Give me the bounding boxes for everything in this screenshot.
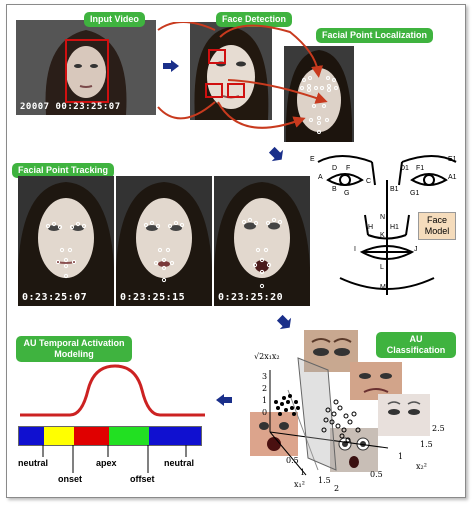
x2-label: x₂²: [416, 462, 427, 471]
x1-label: x₁²: [294, 480, 305, 489]
activation-curve: [20, 364, 205, 417]
red-arrows: [157, 22, 328, 129]
landmark-H1: H1: [390, 224, 399, 231]
tracking-frame-1: 0:23:25:07: [18, 176, 114, 306]
landmark-D1: D1: [400, 165, 409, 172]
x2-tick-1: 1: [398, 452, 404, 461]
landmark-A1: A1: [448, 174, 457, 181]
z-axis-label: √2x₁x₂: [254, 352, 280, 361]
input-timecode: 20007 00:23:25:07: [20, 102, 121, 112]
landmark-J: J: [414, 246, 418, 253]
label-au-classification: AU Classification: [376, 332, 456, 358]
landmark-B: B: [332, 186, 337, 193]
landmark-A: A: [318, 174, 323, 181]
input-video-photo: 20007 00:23:25:07: [16, 20, 156, 115]
landmark-H: H: [368, 224, 374, 231]
landmark-B1: B1: [390, 186, 399, 193]
timeline-segment-neutral-0: [19, 427, 44, 445]
x1-tick-0: 0.5: [286, 456, 299, 465]
landmark-G1: G1: [410, 190, 420, 197]
timeline-label-onset: onset: [58, 474, 83, 484]
timeline-segment-onset-1: [44, 427, 74, 445]
landmark-D: D: [332, 165, 338, 172]
tracking-timecode-2: 0:23:25:15: [120, 292, 186, 303]
landmark-K: K: [380, 232, 385, 239]
au-temporal-text: AU Temporal Activation Modeling: [23, 338, 125, 359]
timeline-segment-neutral-4: [149, 427, 201, 445]
x1-tick-1: 1: [300, 468, 306, 477]
timeline-ticks: [42, 445, 187, 473]
landmark-N: N: [380, 214, 386, 221]
detection-face-drawing: [190, 22, 272, 120]
z-tick-0: 0: [262, 408, 268, 417]
au-face-photo-3: [378, 394, 430, 436]
face-model-drawing: [317, 155, 457, 295]
au-face-photo-4: [250, 412, 298, 456]
landmark-G: G: [344, 190, 350, 197]
arrow-right-icon: [163, 60, 179, 72]
tracking-timecode-3: 0:23:25:20: [218, 292, 284, 303]
au-face-photo-2: [350, 362, 402, 400]
timeline-label-offset: offset: [130, 474, 155, 484]
timeline-label-neutral-1: neutral: [18, 458, 49, 468]
face-model-label: Face Model: [418, 212, 456, 240]
tracking-frame-3: 0:23:25:20: [214, 176, 310, 306]
tracking-frame-2: 0:23:25:15: [116, 176, 212, 306]
landmark-L: L: [380, 264, 384, 271]
x2-tick-0: 0.5: [370, 470, 383, 479]
label-input-video: Input Video: [84, 12, 145, 27]
input-timecode-value: 00:23:25:07: [55, 102, 121, 112]
tracking-timecode-1: 0:23:25:07: [22, 292, 88, 303]
timeline-bar: [18, 426, 202, 446]
label-facial-point-localization: Facial Point Localization: [316, 28, 434, 43]
z-tick-3: 3: [262, 372, 268, 381]
timeline-segment-apex-2: [74, 427, 109, 445]
landmark-F1: F1: [416, 165, 425, 172]
arrow-down-right-icon: [268, 146, 284, 162]
landmark-C: C: [366, 178, 372, 185]
landmark-M: M: [380, 284, 386, 291]
au-face-photo-5: [330, 428, 378, 472]
landmark-E1: E1: [448, 156, 457, 163]
tracking-face-2: [116, 176, 212, 306]
face-detection-photo: [190, 22, 272, 120]
label-facial-point-tracking: Facial Point Tracking: [12, 163, 115, 178]
label-face-detection: Face Detection: [216, 12, 293, 27]
x1-tick-2: 1.5: [318, 476, 331, 485]
arrow-down-right-icon-2: [276, 314, 292, 330]
landmark-E: E: [310, 156, 315, 163]
face-model-text: Face Model: [424, 215, 450, 236]
au-face-photo-1: [304, 330, 358, 372]
timeline-label-apex: apex: [96, 458, 117, 468]
timeline-segment-offset-3: [109, 427, 149, 445]
au-classification-text: AU Classification: [386, 334, 446, 355]
z-tick-2: 2: [262, 384, 268, 393]
z-tick-1: 1: [262, 396, 268, 405]
x2-tick-3: 2.5: [432, 424, 445, 433]
svm-scatter-plot: [269, 357, 389, 476]
input-face-drawing: [16, 20, 156, 115]
landmark-I: I: [354, 246, 356, 253]
x1-tick-3: 2: [334, 484, 340, 493]
tracking-face-3: [214, 176, 310, 306]
tracking-face-1: [18, 176, 114, 306]
arrow-left-icon: [216, 394, 232, 406]
x2-tick-2: 1.5: [420, 440, 433, 449]
input-timecode-prefix: 20007: [20, 102, 50, 112]
label-au-temporal: AU Temporal Activation Modeling: [16, 336, 132, 362]
timeline-label-neutral-2: neutral: [164, 458, 195, 468]
landmark-F: F: [346, 165, 351, 172]
